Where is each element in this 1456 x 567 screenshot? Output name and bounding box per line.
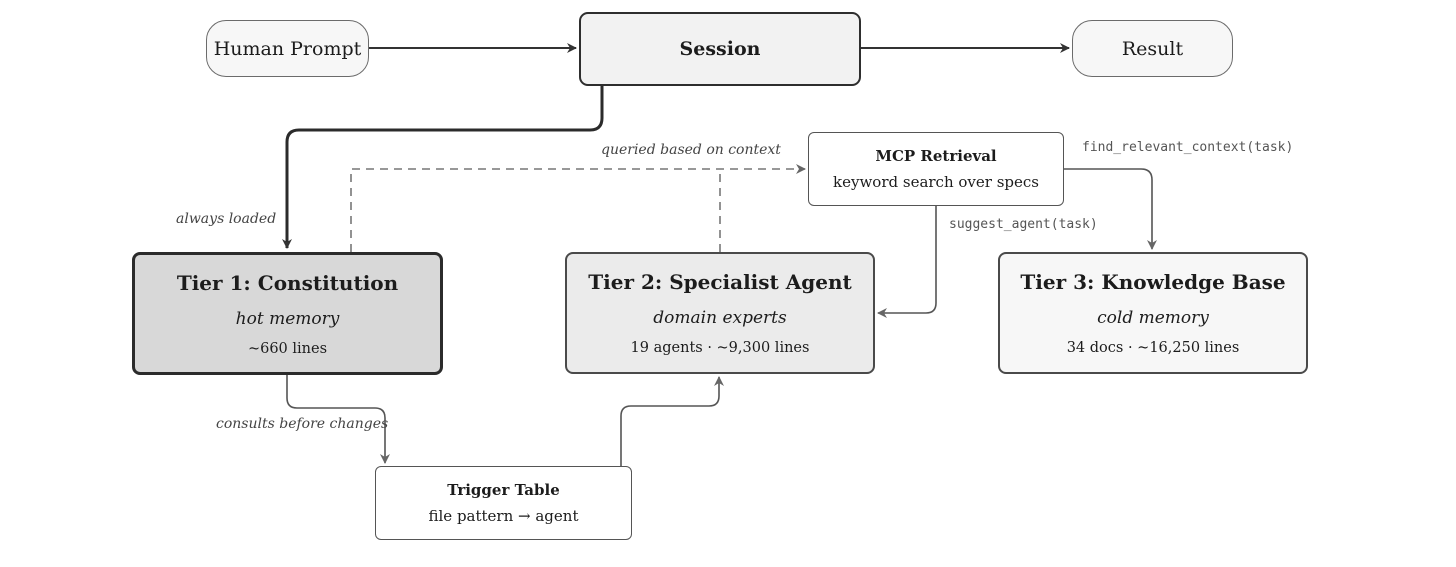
mcp-title: MCP Retrieval (875, 147, 997, 165)
edge-session-to-tier1 (282, 86, 604, 249)
tier2-detail: 19 agents · ~9,300 lines (630, 340, 810, 356)
tier3-node: Tier 3: Knowledge Base cold memory 34 do… (998, 252, 1308, 374)
edge-mcp-to-tier2 (877, 206, 937, 318)
edge-trigger-to-tier2 (620, 376, 724, 466)
tier2-subtitle: domain experts (653, 308, 787, 328)
consults-label: consults before changes (216, 416, 389, 432)
result-node: Result (1072, 20, 1233, 77)
trigger-table-node: Trigger Table file pattern → agent (375, 466, 632, 540)
edge-tier1-to-mcp-dashed (350, 164, 806, 252)
tier1-node: Tier 1: Constitution hot memory ~660 lin… (132, 252, 443, 375)
session-node: Session (579, 12, 861, 86)
tier2-node: Tier 2: Specialist Agent domain experts … (565, 252, 875, 374)
tier2-title: Tier 2: Specialist Agent (588, 270, 852, 294)
tier1-detail: ~660 lines (247, 340, 328, 357)
edge-mcp-to-tier3 (1064, 168, 1157, 250)
tier1-subtitle: hot memory (235, 308, 340, 329)
human-prompt-label: Human Prompt (213, 37, 362, 60)
result-label: Result (1121, 37, 1184, 60)
tier1-title: Tier 1: Constitution (176, 270, 399, 295)
tier3-title: Tier 3: Knowledge Base (1020, 270, 1286, 294)
queried-label: queried based on context (601, 142, 781, 158)
tier3-detail: 34 docs · ~16,250 lines (1066, 340, 1240, 356)
human-prompt-node: Human Prompt (206, 20, 369, 77)
session-label: Session (679, 38, 761, 60)
always-loaded-label: always loaded (176, 211, 277, 227)
mcp-retrieval-node: MCP Retrieval keyword search over specs (808, 132, 1064, 206)
trigger-title: Trigger Table (447, 481, 560, 499)
suggest-agent-label: suggest_agent(task) (949, 217, 1098, 232)
mcp-subtitle: keyword search over specs (833, 173, 1039, 191)
tier3-subtitle: cold memory (1097, 308, 1209, 328)
find-context-label: find_relevant_context(task) (1082, 140, 1294, 155)
edge-tier1-to-trigger (286, 375, 390, 464)
trigger-subtitle: file pattern → agent (428, 507, 579, 525)
